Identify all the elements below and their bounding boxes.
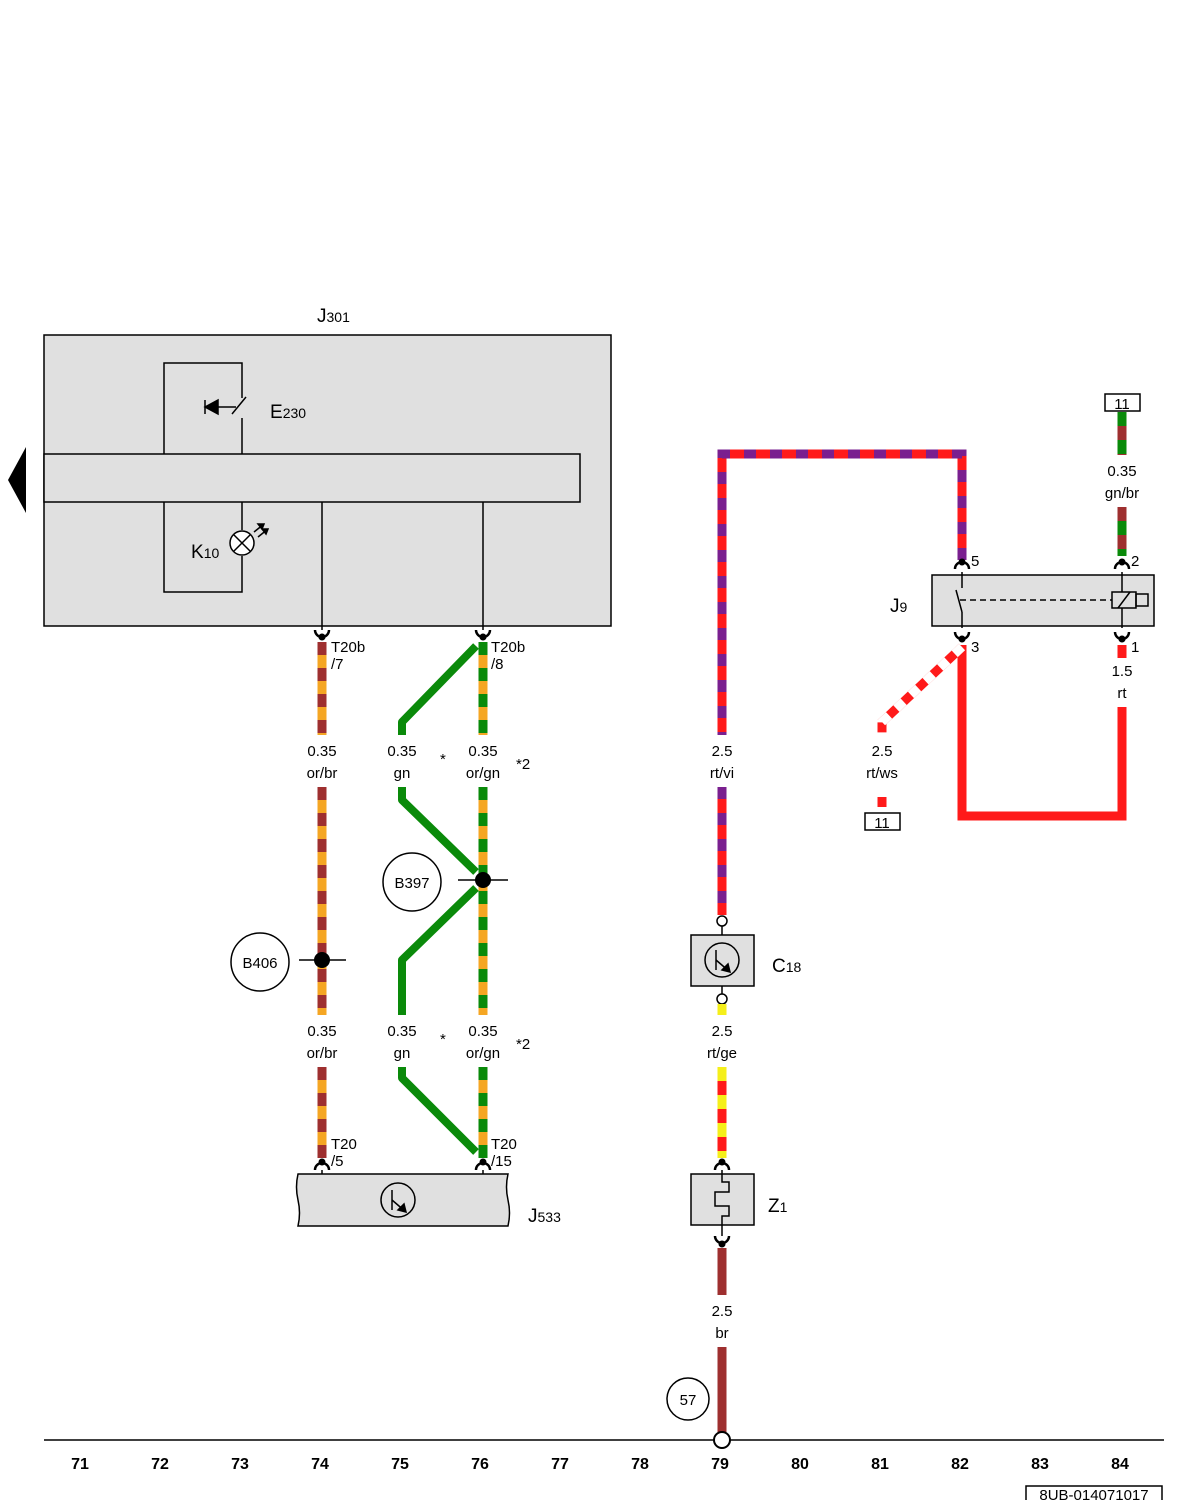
grid-number: 78 xyxy=(631,1456,649,1473)
connector-t20b-8: T20b/8 xyxy=(491,639,525,673)
ground-point-79 xyxy=(713,1431,731,1449)
ref-label-top: 11 xyxy=(1114,396,1130,413)
label-c18: C18 xyxy=(772,956,802,977)
doc-code-box xyxy=(1025,1485,1163,1500)
antenna-filter-icon xyxy=(704,942,740,978)
grid-number: 81 xyxy=(871,1456,889,1473)
pin-j9-5: 5 xyxy=(971,553,979,570)
grid-number: 84 xyxy=(1111,1456,1129,1473)
connector-t20-15: T20/15 xyxy=(491,1136,517,1170)
grid-number: 72 xyxy=(151,1456,169,1473)
grid-number: 79 xyxy=(711,1456,729,1473)
grid-number: 77 xyxy=(551,1456,569,1473)
note-star2-bot: *2 xyxy=(516,1036,530,1053)
pin-j9-3: 3 xyxy=(971,639,979,656)
pin-j9-2: 2 xyxy=(1131,553,1139,570)
ref-box-top xyxy=(1104,393,1141,412)
note-star-bot: * xyxy=(440,1031,446,1048)
wire-81-rt-ws xyxy=(877,643,966,812)
relay-coil-icon xyxy=(1111,572,1149,628)
internal-bus-bar xyxy=(43,453,581,503)
grid-number: 82 xyxy=(951,1456,969,1473)
label-z1: Z1 xyxy=(768,1196,788,1217)
ground-badge-57 xyxy=(666,1377,710,1421)
splice-point-b406 xyxy=(314,952,330,968)
grid-number: 75 xyxy=(391,1456,409,1473)
grid-numbers: 71 72 73 74 75 76 77 78 79 80 81 82 83 84 xyxy=(71,1456,1129,1473)
switch-e230 xyxy=(163,362,247,454)
grid-number: 76 xyxy=(471,1456,489,1473)
connector-t20b-7: T20b/7 xyxy=(331,639,365,673)
label-e230: E230 xyxy=(270,402,306,423)
splice-badge-b406 xyxy=(230,932,290,992)
grid-number: 73 xyxy=(231,1456,249,1473)
note-star2-top: *2 xyxy=(516,756,530,773)
splice-point-b397 xyxy=(475,872,491,888)
grid-number: 71 xyxy=(71,1456,89,1473)
ground-label-57: 57 xyxy=(680,1392,697,1409)
connector-t20-5: T20/5 xyxy=(331,1136,357,1170)
gateway-icon xyxy=(380,1182,416,1218)
splice-label-b406: B406 xyxy=(242,955,277,972)
pin-j9-1: 1 xyxy=(1131,639,1139,656)
label-j533: J533 xyxy=(528,1206,561,1227)
ref-box-bottom xyxy=(864,812,901,831)
ref-label-bottom: 11 xyxy=(874,815,890,832)
wire-84-rt xyxy=(957,645,1127,821)
wire-75-gn xyxy=(398,643,479,1155)
splice-badge-b397 xyxy=(382,852,442,912)
label-j9: J9 xyxy=(890,596,908,617)
lamp-k10-icon xyxy=(163,502,270,593)
module-j533 xyxy=(295,1173,511,1227)
connector-symbols xyxy=(313,629,492,1171)
splice-label-b397: B397 xyxy=(394,875,429,892)
grid-number: 74 xyxy=(311,1456,329,1473)
wire-79-rt-vi xyxy=(717,449,967,915)
grid-number: 80 xyxy=(791,1456,809,1473)
continuation-arrow-icon xyxy=(8,447,26,513)
relay-contact-icon xyxy=(955,572,1112,628)
label-j301: J301 xyxy=(317,306,350,327)
label-k10: K10 xyxy=(191,542,219,563)
heater-element-icon xyxy=(714,1170,730,1236)
note-star-top: * xyxy=(440,751,446,768)
grid-number: 83 xyxy=(1031,1456,1049,1473)
doc-code: 8UB-014071017 xyxy=(1039,1487,1148,1500)
